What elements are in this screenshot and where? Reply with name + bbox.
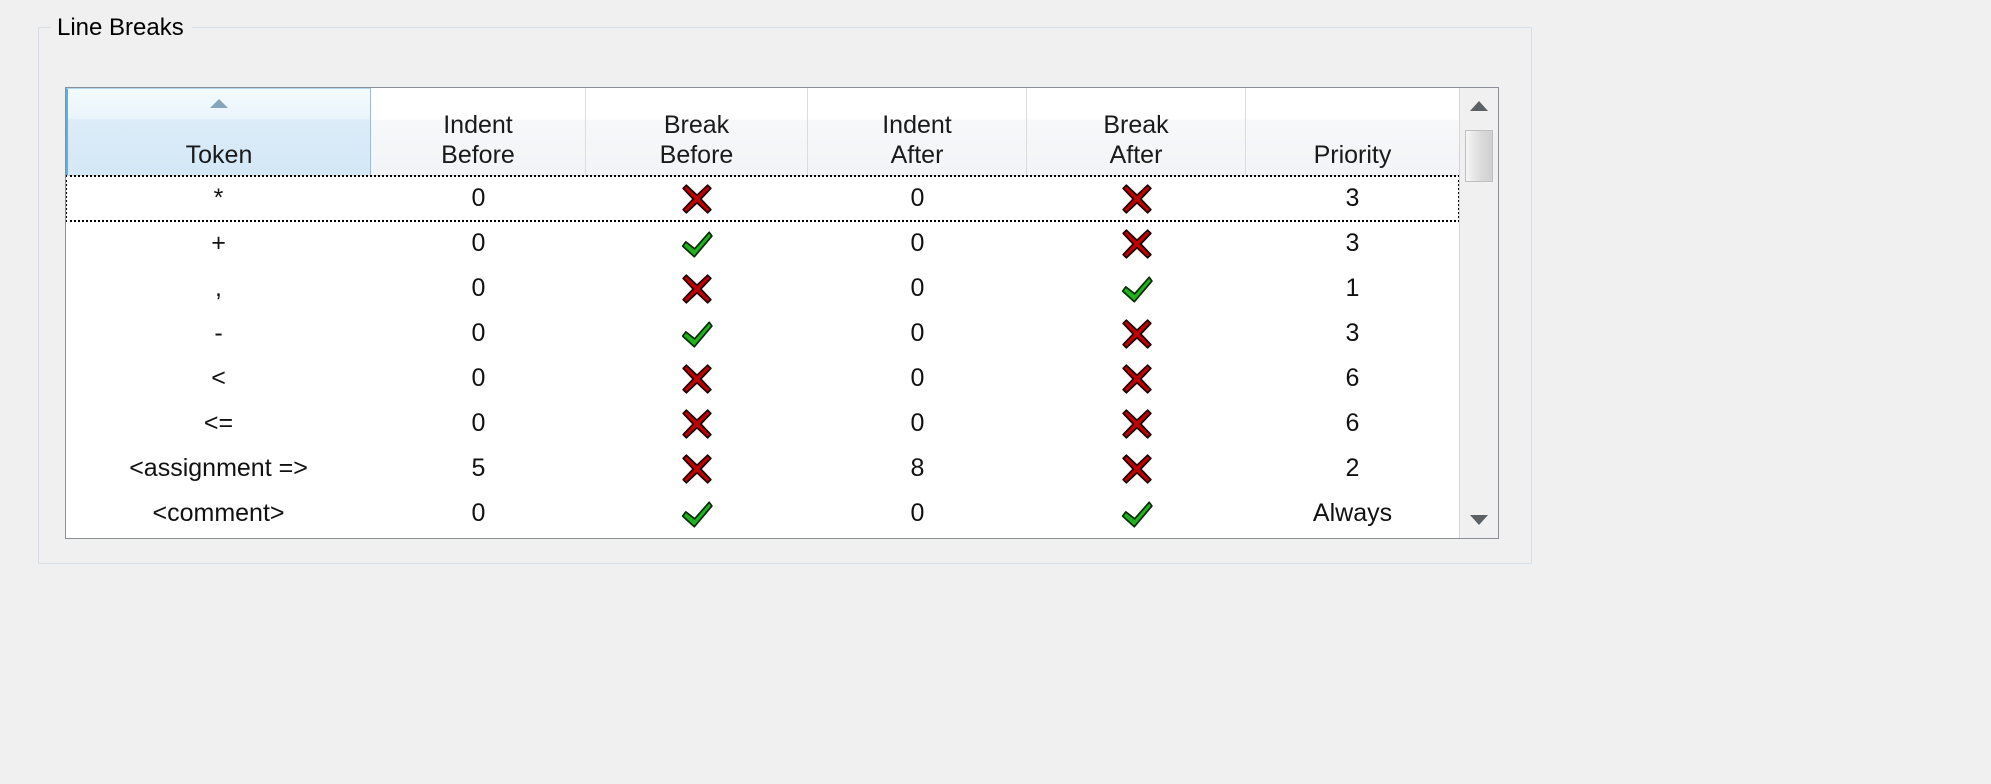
cell-indent_after[interactable]: 0	[910, 364, 925, 392]
column-header-break-before[interactable]: Break Before	[586, 88, 808, 175]
red-cross-icon[interactable]	[586, 356, 808, 401]
red-cross-icon[interactable]	[586, 401, 808, 446]
scroll-up-arrow-icon	[1470, 101, 1488, 111]
cell-priority[interactable]: 3	[1345, 184, 1360, 212]
cell-priority[interactable]: 6	[1345, 409, 1360, 437]
table-row[interactable]: * 0 0 3	[66, 175, 1459, 222]
scrollbar-thumb[interactable]	[1465, 130, 1493, 182]
column-header-break-before-line1: Break	[663, 111, 730, 139]
cell-indent_after[interactable]: 0	[910, 229, 925, 257]
scroll-up-button[interactable]	[1460, 88, 1498, 124]
column-header-token[interactable]: Token	[66, 88, 371, 175]
cell-indent_before[interactable]: 0	[471, 229, 486, 257]
cell-priority[interactable]: 6	[1345, 364, 1360, 392]
cell-indent_after[interactable]: 0	[910, 409, 925, 437]
grid-body: * 0 0 3 +0 0 3, 0 0 1 - 0 0 3 <0 0 6 <= 0 0 6 <assignment => 5…	[66, 175, 1459, 536]
column-header-priority-label: Priority	[1313, 141, 1392, 169]
green-check-icon[interactable]	[1027, 491, 1246, 536]
line-breaks-datagrid[interactable]: Token Indent Before Break Before Indent …	[65, 87, 1499, 539]
cell-indent_before[interactable]: 0	[471, 184, 486, 212]
red-cross-icon[interactable]	[586, 266, 808, 311]
column-header-indent-before[interactable]: Indent Before	[371, 88, 586, 175]
table-row[interactable]: - 0 0 3	[66, 311, 1459, 356]
column-header-indent-before-line1: Indent	[443, 111, 513, 139]
column-header-break-after-line2: After	[1109, 141, 1163, 169]
cell-priority[interactable]: 2	[1345, 454, 1360, 482]
column-header-indent-after[interactable]: Indent After	[808, 88, 1027, 175]
sort-ascending-icon	[210, 99, 228, 108]
cell-indent_before[interactable]: 0	[471, 319, 486, 347]
column-header-break-before-line2: Before	[659, 141, 734, 169]
column-header-indent-before-line2: Before	[441, 141, 515, 169]
red-cross-icon[interactable]	[1027, 446, 1246, 491]
cell-indent_before[interactable]: 0	[471, 409, 486, 437]
cell-token[interactable]: <	[211, 364, 226, 392]
cell-indent_after[interactable]: 0	[910, 184, 925, 212]
table-row[interactable]: +0 0 3	[66, 221, 1459, 266]
cell-indent_after[interactable]: 0	[910, 319, 925, 347]
grid-vertical-scrollbar[interactable]	[1459, 88, 1498, 538]
scrollbar-track[interactable]	[1460, 124, 1498, 502]
cell-token[interactable]: ,	[215, 274, 222, 302]
cell-token[interactable]: *	[213, 184, 224, 212]
cell-priority[interactable]: Always	[1312, 499, 1393, 527]
line-breaks-groupbox: Line Breaks Token Indent Before Break Be…	[38, 13, 1532, 564]
cell-priority[interactable]: 3	[1345, 229, 1360, 257]
table-row[interactable]: , 0 0 1	[66, 266, 1459, 311]
table-row[interactable]: <0 0 6	[66, 356, 1459, 401]
cell-token[interactable]: <comment>	[152, 499, 285, 527]
grid-scroll-area: Token Indent Before Break Before Indent …	[66, 88, 1459, 538]
cell-token[interactable]: <=	[203, 409, 234, 437]
red-cross-icon[interactable]	[586, 176, 808, 221]
cell-priority[interactable]: 1	[1345, 274, 1360, 302]
cell-indent_before[interactable]: 0	[471, 364, 486, 392]
column-header-indent-after-line2: After	[890, 141, 944, 169]
green-check-icon[interactable]	[586, 311, 808, 356]
groupbox-legend: Line Breaks	[51, 13, 192, 43]
column-header-break-after[interactable]: Break After	[1027, 88, 1246, 175]
red-cross-icon[interactable]	[1027, 401, 1246, 446]
cell-token[interactable]: <assignment =>	[129, 454, 308, 482]
column-header-token-label: Token	[185, 141, 253, 169]
cell-priority[interactable]: 3	[1345, 319, 1360, 347]
grid-header-row: Token Indent Before Break Before Indent …	[66, 88, 1459, 176]
cell-indent_before[interactable]: 0	[471, 499, 486, 527]
table-row[interactable]: <comment> 0 0 Always	[66, 491, 1459, 536]
table-row[interactable]: <= 0 0 6	[66, 401, 1459, 446]
red-cross-icon[interactable]	[1027, 221, 1246, 266]
red-cross-icon[interactable]	[1027, 176, 1246, 221]
cell-indent_before[interactable]: 0	[471, 274, 486, 302]
scroll-down-arrow-icon	[1470, 515, 1488, 525]
column-header-priority[interactable]: Priority	[1246, 88, 1459, 175]
column-header-break-after-line1: Break	[1103, 111, 1169, 139]
cell-indent_after[interactable]: 0	[910, 274, 925, 302]
cell-indent_after[interactable]: 0	[910, 499, 925, 527]
green-check-icon[interactable]	[1027, 266, 1246, 311]
red-cross-icon[interactable]	[1027, 356, 1246, 401]
green-check-icon[interactable]	[586, 221, 808, 266]
cell-token[interactable]: +	[211, 229, 226, 257]
red-cross-icon[interactable]	[586, 446, 808, 491]
scroll-down-button[interactable]	[1460, 502, 1498, 538]
cell-token[interactable]: -	[214, 319, 223, 347]
column-header-indent-after-line1: Indent	[882, 111, 952, 139]
table-row[interactable]: <assignment => 5 8 2	[66, 446, 1459, 491]
cell-indent_before[interactable]: 5	[471, 454, 486, 482]
green-check-icon[interactable]	[586, 491, 808, 536]
cell-indent_after[interactable]: 8	[910, 454, 925, 482]
red-cross-icon[interactable]	[1027, 311, 1246, 356]
